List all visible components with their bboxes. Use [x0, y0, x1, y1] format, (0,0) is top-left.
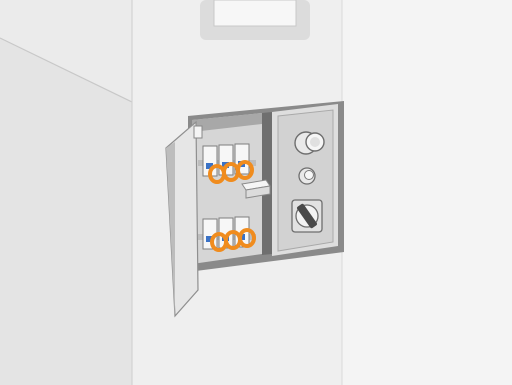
upper-breaker-row [198, 144, 256, 182]
lower-breaker-row [198, 217, 256, 250]
cabinet-right-face [342, 0, 512, 385]
rotary-switch-icon [292, 200, 322, 232]
display-screen [214, 0, 296, 26]
indicator-lamp-icon [299, 168, 315, 184]
door-latch [194, 126, 202, 138]
